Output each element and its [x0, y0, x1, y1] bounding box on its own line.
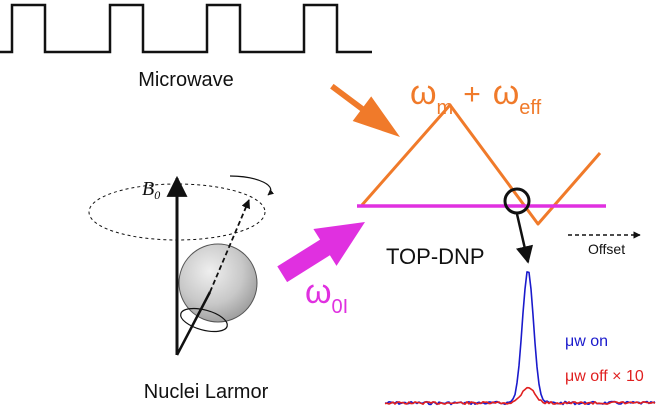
circle-marker-icon [503, 187, 531, 215]
microwave-label: Microwave [138, 69, 234, 91]
microwave-pulse-train [0, 3, 372, 54]
sphere-icon [178, 243, 258, 323]
magenta-arrow-icon [277, 222, 365, 283]
arrow-down-icon [515, 213, 534, 264]
nucleus-precession: B0 [88, 175, 275, 356]
offset-label: Offset [588, 241, 625, 257]
spin-vector-upper [209, 199, 250, 293]
spectrum-mw-on-trace [384, 271, 656, 406]
spin-loop [180, 307, 228, 333]
b0-label: B0 [142, 178, 160, 202]
omega-0i-label: ω0I [305, 273, 348, 318]
top-dnp-label: TOP-DNP [386, 244, 485, 269]
legend-mw-off: μw off × 10 [565, 368, 644, 385]
orange-arrow-icon [330, 83, 400, 137]
legend-mw-on: μw on [565, 333, 608, 350]
pulse-waveform [0, 3, 372, 54]
nuclei-larmor-label: Nuclei Larmor [144, 381, 269, 403]
precession-direction-arrow [229, 175, 275, 196]
omega-m-eff-label: ωm+ωeff [410, 74, 542, 119]
spin-vector-lower [175, 291, 212, 356]
spectrum-mw-off-trace [384, 386, 656, 405]
nmr-spectrum [384, 271, 656, 406]
orange-triangle-wave [360, 103, 602, 226]
